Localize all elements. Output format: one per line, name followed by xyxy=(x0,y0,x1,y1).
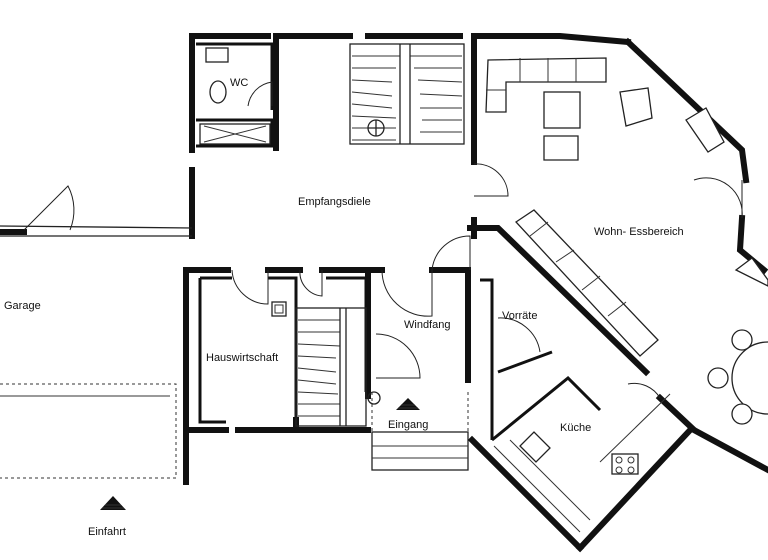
garage-outline xyxy=(0,225,193,479)
eingang-marker-icon xyxy=(396,398,420,410)
room-label-garage: Garage xyxy=(4,300,41,312)
outer-walls xyxy=(183,33,768,553)
wc-fixtures xyxy=(199,47,271,145)
utility-box xyxy=(271,301,287,317)
room-label-wc: WC xyxy=(230,77,248,89)
room-label-hauswirtschaft: Hauswirtschaft xyxy=(206,352,278,364)
entrance-steps xyxy=(371,392,469,471)
room-label-eingang: Eingang xyxy=(388,419,428,431)
sideboard xyxy=(515,107,768,357)
stair-lower xyxy=(295,307,381,427)
einfahrt-marker-icon xyxy=(100,496,126,510)
sofa-group xyxy=(485,57,653,161)
dining-table xyxy=(707,329,768,425)
stair-upper xyxy=(349,43,465,145)
room-label-wohn-essbereich: Wohn- Essbereich xyxy=(594,226,684,238)
room-label-kueche: Küche xyxy=(560,422,591,434)
room-label-windfang: Windfang xyxy=(404,319,450,331)
room-label-empfangsdiele: Empfangsdiele xyxy=(298,196,371,208)
room-label-vorraete: Vorräte xyxy=(502,310,537,322)
kitchen-counters xyxy=(493,393,671,533)
doors xyxy=(23,81,743,399)
marker-label-einfahrt: Einfahrt xyxy=(88,526,126,538)
